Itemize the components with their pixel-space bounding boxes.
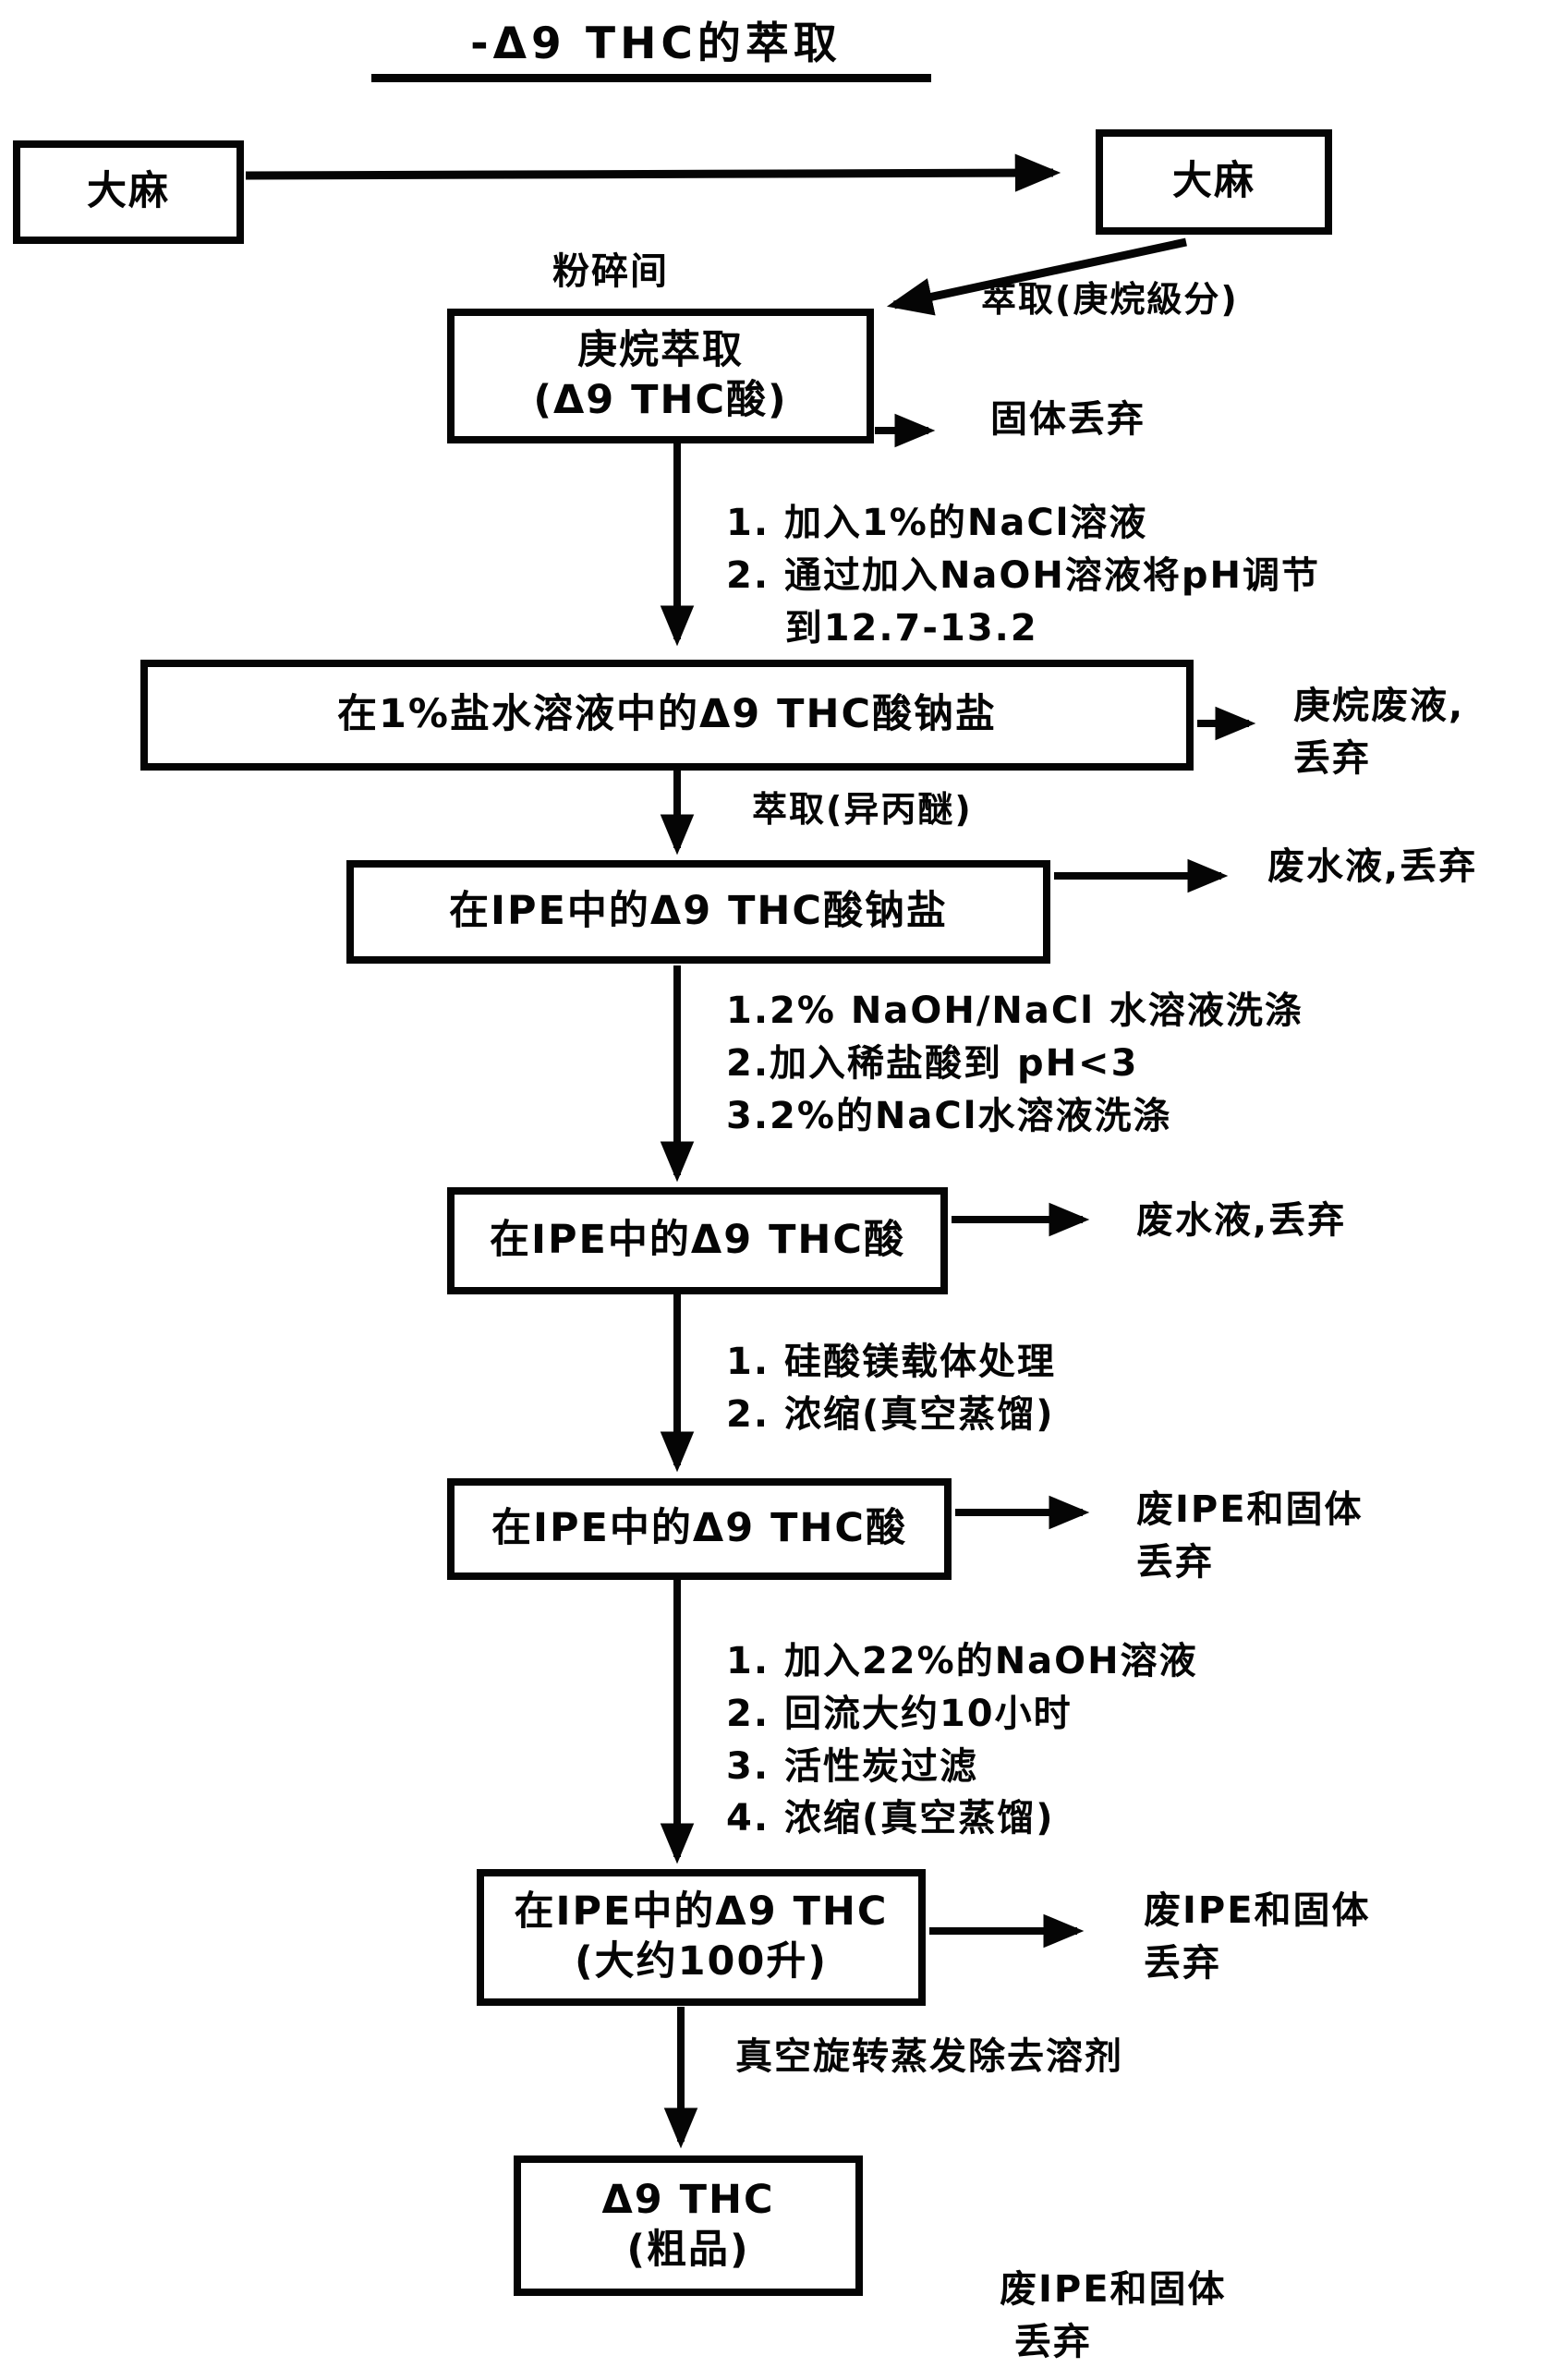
label-waste-ipe-solid-discard-1: 废IPE和固体 丢弃	[1136, 1488, 1364, 1584]
node-thc-crude: Δ9 THC (粗品)	[514, 2155, 863, 2296]
label-heptane-waste-discard: 庚烷废液, 丢弃	[1293, 685, 1465, 780]
node-thc-acid-ipe-1-label: 在IPE中的Δ9 THC酸	[490, 1217, 905, 1264]
node-thc-crude-label: Δ9 THC (粗品)	[601, 2177, 775, 2273]
label-waste-ipe-solid-discard-2: 废IPE和固体 丢弃	[1144, 1889, 1371, 1985]
node-thc-acid-na-salt-ipe: 在IPE中的Δ9 THC酸钠盐	[346, 860, 1050, 964]
node-hemp-source: 大麻	[13, 140, 244, 244]
node-heptane-extraction-label: 庚烷萃取 (Δ9 THC酸)	[533, 327, 788, 423]
label-vacuum-rotary-evaporation: 真空旋转蒸发除去溶剂	[735, 2035, 1123, 2078]
node-thc-in-ipe-label: 在IPE中的Δ9 THC (大约100升)	[514, 1888, 889, 1985]
node-hemp-crushed: 大麻	[1096, 129, 1332, 235]
label-steps-nacl-naoh: 1. 加入1%的NaCl溶液 2. 通过加入NaOH溶液将pH调节 到12.7-…	[726, 502, 1321, 650]
node-hemp-crushed-label: 大麻	[1172, 158, 1255, 205]
arrow-hemp-to-hemp	[245, 153, 1061, 192]
label-solid-discard: 固体丢弃	[990, 398, 1146, 441]
node-thc-acid-na-salt-ipe-label: 在IPE中的Δ9 THC酸钠盐	[449, 888, 948, 935]
node-thc-acid-ipe-2: 在IPE中的Δ9 THC酸	[447, 1478, 952, 1580]
label-extraction-ipe: 萃取(异丙醚)	[752, 789, 973, 830]
diagram-title: -Δ9 THC的萃取	[470, 18, 842, 69]
label-steps-wash-acidify: 1.2% NaOH/NaCl 水溶液洗涤 2.加入稀盐酸到 pH<3 3.2%的…	[726, 990, 1303, 1137]
node-thc-acid-ipe-2-label: 在IPE中的Δ9 THC酸	[491, 1505, 907, 1552]
arrow-hemp-to-heptane-extraction	[886, 237, 1187, 316]
node-heptane-extraction: 庚烷萃取 (Δ9 THC酸)	[447, 309, 874, 443]
label-waste-water-discard-2: 废水液,丢弃	[1136, 1199, 1347, 1242]
label-extraction-heptane-fraction: 萃取(庚烷級分)	[981, 279, 1239, 320]
label-crushing-room: 粉碎间	[552, 250, 669, 293]
node-thc-in-ipe: 在IPE中的Δ9 THC (大约100升)	[477, 1869, 926, 2006]
node-thc-acid-na-salt-brine-label: 在1%盐水溶液中的Δ9 THC酸钠盐	[336, 691, 998, 738]
node-thc-acid-na-salt-brine: 在1%盐水溶液中的Δ9 THC酸钠盐	[140, 660, 1194, 771]
label-waste-ipe-solid-discard-3: 废IPE和固体 丢弃	[1000, 2268, 1227, 2363]
node-hemp-source-label: 大麻	[87, 168, 170, 215]
label-steps-magnesium-silicate: 1. 硅酸镁载体处理 2. 浓缩(真空蒸馏)	[726, 1341, 1056, 1436]
label-waste-water-discard-1: 废水液,丢弃	[1267, 845, 1478, 888]
label-steps-naoh-reflux: 1. 加入22%的NaOH溶液 2. 回流大约10小时 3. 活性炭过滤 4. …	[726, 1640, 1198, 1840]
node-thc-acid-ipe-1: 在IPE中的Δ9 THC酸	[447, 1187, 948, 1294]
title-underline	[371, 74, 931, 82]
